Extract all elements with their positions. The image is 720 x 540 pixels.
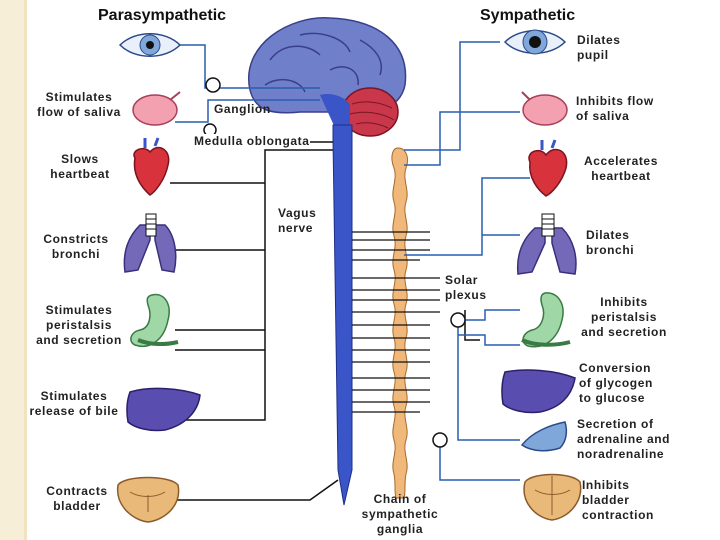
- eye-icon: [503, 29, 567, 55]
- blue-nerve-lines: [175, 41, 530, 481]
- stomach-icon: [130, 293, 179, 347]
- adrenal-gland-icon: [520, 421, 568, 452]
- salivary-gland-icon: [521, 91, 568, 126]
- parasympathetic-nerve-lines: [170, 130, 480, 501]
- eye-icon: [118, 33, 182, 57]
- bladder-icon: [523, 473, 582, 521]
- page-margin-stripe: [0, 0, 24, 540]
- page-margin-stripe-edge: [24, 0, 27, 540]
- sympathetic-title: Sympathetic: [480, 7, 576, 24]
- liver-icon: [126, 387, 201, 432]
- ramus-lines: [352, 231, 440, 413]
- heart-icon: [528, 139, 568, 197]
- ganglion-label: Ganglion: [214, 102, 271, 116]
- parasympathetic-title: Parasympathetic: [98, 7, 227, 24]
- lungs-icon: [516, 213, 577, 275]
- liver-icon: [501, 369, 576, 414]
- lungs-icon: [123, 213, 177, 273]
- stomach-icon: [521, 292, 571, 348]
- salivary-gland-icon: [132, 91, 181, 126]
- spinal-cord-icon: [332, 124, 353, 506]
- medulla-oblongata-label: Medulla oblongata: [194, 134, 310, 149]
- brain-icon: [247, 17, 407, 137]
- heart-icon: [133, 137, 170, 196]
- bladder-icon: [117, 476, 180, 523]
- sympathetic-chain-icon: [391, 147, 409, 499]
